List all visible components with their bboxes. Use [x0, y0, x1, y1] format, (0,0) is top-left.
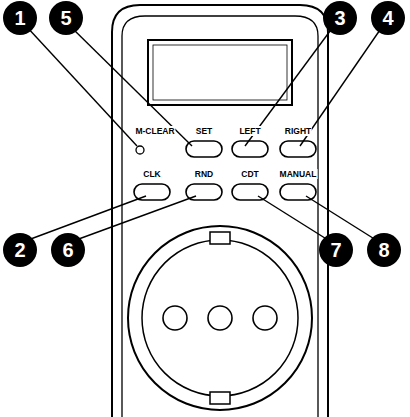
socket-outer [128, 226, 312, 410]
callout-disc [49, 1, 83, 35]
reset-hole [136, 146, 144, 154]
leader-line [28, 196, 146, 240]
callout-number: 4 [382, 7, 393, 29]
leader-line [76, 196, 196, 240]
callout-disc [3, 233, 37, 267]
callout-disc [3, 1, 37, 35]
callout-number: 1 [14, 7, 25, 29]
button [186, 141, 222, 157]
button-label: MANUAL [279, 169, 318, 179]
button-label: CDT [240, 169, 259, 179]
ground-clip [210, 392, 230, 404]
leader-line [306, 196, 376, 240]
callout-discs [3, 1, 405, 267]
callout-disc [319, 233, 353, 267]
socket-inner [142, 240, 298, 396]
housing-inner-edge [122, 16, 318, 417]
button [280, 141, 316, 157]
button [280, 184, 316, 200]
leader-lines [26, 26, 382, 240]
button-label: LEFT [238, 126, 261, 136]
callout-number: 5 [60, 7, 71, 29]
button [134, 184, 170, 200]
callout-disc [51, 233, 85, 267]
button-label: SET [195, 126, 214, 136]
ground-clip [210, 232, 230, 244]
callout-disc [367, 233, 401, 267]
lcd-screen [148, 40, 292, 105]
button-label: M-CLEAR [134, 126, 175, 136]
button-label: RIGHT [284, 126, 312, 136]
socket-pin-hole [253, 306, 277, 330]
socket-pin-hole [163, 306, 187, 330]
button-label: CLK [142, 169, 161, 179]
leader-line [72, 28, 192, 146]
callout-disc [371, 1, 405, 35]
callout-number: 3 [334, 7, 345, 29]
callout-number: 7 [330, 239, 341, 261]
button-label: RND [194, 169, 214, 179]
socket-hole [208, 306, 232, 330]
callout-number: 8 [378, 239, 389, 261]
callout-number: 2 [14, 239, 25, 261]
lcd-inner [153, 45, 287, 100]
callout-number: 6 [62, 239, 73, 261]
leader-line [300, 27, 382, 146]
button [232, 141, 268, 157]
button [232, 184, 268, 200]
housing-outline [112, 5, 328, 417]
leader-line [26, 26, 137, 146]
callout-disc [323, 1, 357, 35]
